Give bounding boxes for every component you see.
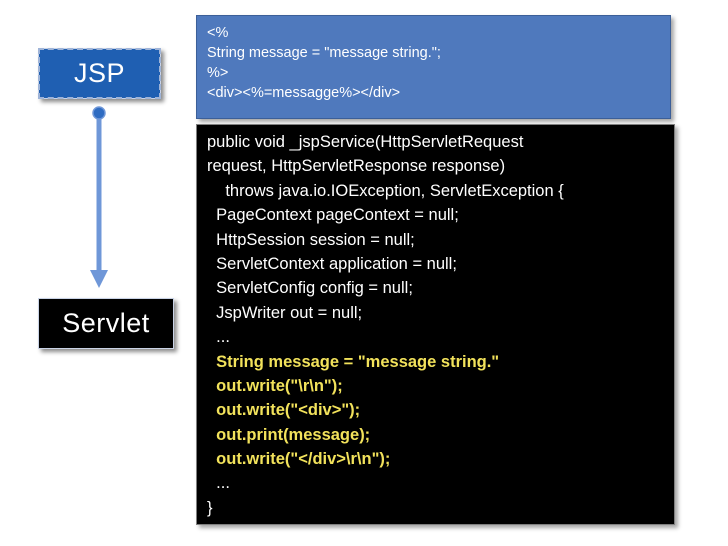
servlet-code-line-highlighted: out.print(message);	[207, 425, 371, 444]
servlet-label: Servlet	[62, 308, 150, 338]
servlet-code-line: ...	[207, 474, 230, 493]
servlet-code-line: PageContext pageContext = null;	[207, 206, 459, 225]
servlet-code-line-highlighted: String message = "message string."	[207, 352, 500, 371]
servlet-code-line: HttpSession session = null;	[207, 230, 415, 249]
jsp-label: JSP	[73, 58, 126, 88]
jsp-code-line: <%	[207, 25, 229, 41]
servlet-label-box: Servlet	[38, 298, 174, 349]
servlet-code-line-highlighted: out.write("</div>\r\n");	[207, 450, 391, 469]
arrow-start-dot	[92, 106, 106, 120]
servlet-code-line: ...	[207, 328, 230, 347]
servlet-code-line: ServletConfig config = null;	[207, 279, 413, 298]
servlet-code-line: ServletContext application = null;	[207, 254, 457, 273]
jsp-code-line: String message = "message string.";	[207, 45, 441, 61]
servlet-code-line-highlighted: out.write("<div>");	[207, 401, 361, 420]
servlet-code-line: throws java.io.IOException, ServletExcep…	[207, 181, 564, 200]
servlet-code-line-highlighted: out.write("\r\n");	[207, 376, 343, 395]
jsp-code-line: %>	[207, 65, 229, 81]
jsp-label-box: JSP	[38, 48, 161, 99]
jsp-code-line: <div><%=messagge%></div>	[207, 85, 401, 101]
servlet-code-line: request, HttpServletResponse response)	[207, 157, 506, 176]
arrow-head	[90, 270, 108, 288]
servlet-code-block: public void _jspService(HttpServletReque…	[196, 124, 675, 525]
servlet-code-line: }	[207, 498, 213, 517]
servlet-code-line: JspWriter out = null;	[207, 303, 363, 322]
servlet-code-line: public void _jspService(HttpServletReque…	[207, 133, 524, 151]
jsp-code-block: <% String message = "message string."; %> <…	[196, 15, 671, 119]
